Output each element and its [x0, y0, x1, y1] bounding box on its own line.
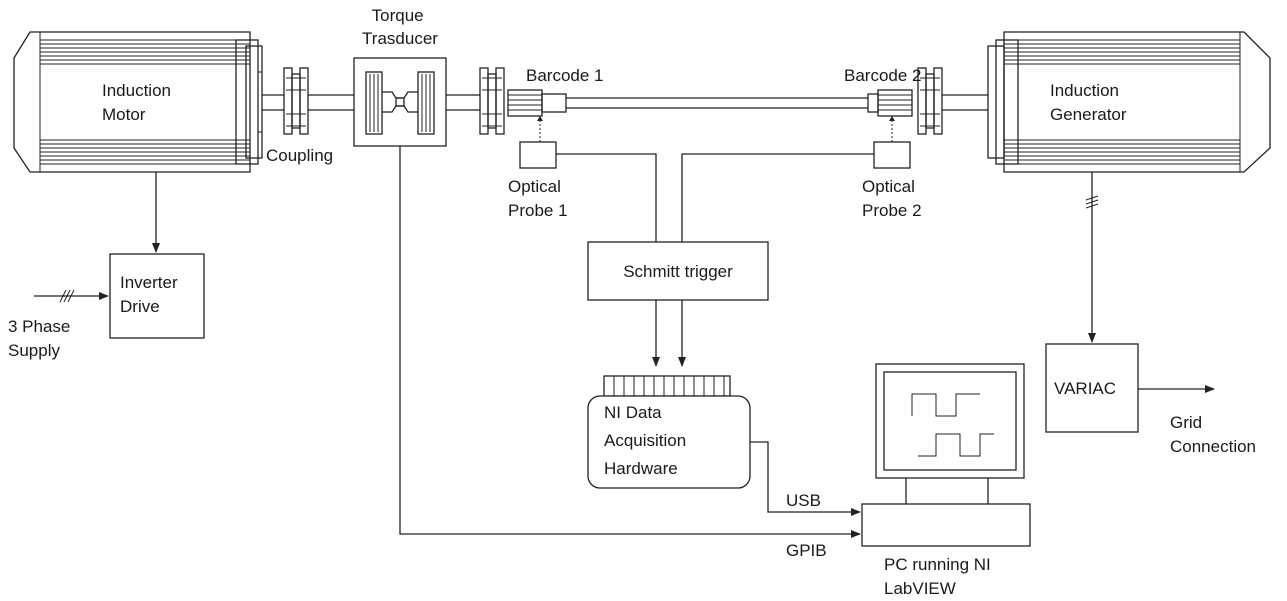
- induction-motor: [13, 31, 263, 173]
- optical-probe-2: [873, 116, 911, 169]
- optical-probe-2-label: Optical Probe 2: [862, 177, 922, 220]
- generator-fins: [1004, 39, 1240, 165]
- probe-1-wire: [556, 153, 657, 242]
- supply-arrow: [34, 289, 109, 303]
- torque-transducer-label: Torque Trasducer: [362, 6, 438, 48]
- usb-cable: [750, 441, 861, 516]
- barcode-1-drum: [507, 89, 567, 117]
- motor-fins: [39, 32, 250, 172]
- grid-connection-label: Grid Connection: [1170, 413, 1256, 456]
- gpib-cable: [399, 146, 861, 538]
- variac-box: [1045, 343, 1139, 433]
- pc-monitor: [875, 363, 1025, 504]
- pc-label: PC running NI LabVIEW: [884, 555, 996, 598]
- ni-daq: [587, 375, 751, 489]
- schmitt-trigger-label: Schmitt trigger: [623, 262, 733, 281]
- coupling-right: [917, 67, 943, 135]
- ni-daq-label: NI Data Acquisition Hardware: [604, 403, 691, 478]
- coupling-label: Coupling: [266, 146, 333, 165]
- optical-probe-1-label: Optical Probe 1: [508, 177, 568, 220]
- barcode-1-label: Barcode 1: [526, 66, 604, 85]
- induction-generator-label: Induction Generator: [1050, 81, 1127, 124]
- barcode-2-label: Barcode 2: [844, 66, 922, 85]
- three-phase-supply-label: 3 Phase Supply: [8, 317, 75, 360]
- gpib-label: GPIB: [786, 541, 827, 560]
- barcode-2-drum: [867, 89, 913, 117]
- induction-motor-label: Induction Motor: [102, 81, 176, 124]
- coupling-left: [283, 67, 309, 135]
- inverter-drive-label: Inverter Drive: [120, 273, 182, 316]
- pc-base: [861, 503, 1031, 547]
- probe-2-wire: [681, 153, 874, 242]
- induction-generator: [987, 31, 1271, 173]
- optical-probe-1: [519, 116, 557, 169]
- torque-transducer: [353, 57, 447, 147]
- coupling-middle: [479, 67, 505, 135]
- inverter-drive-box: [109, 253, 205, 339]
- generator-to-variac-arrow: [1085, 172, 1099, 343]
- schmitt-trigger-box: [587, 241, 769, 301]
- usb-label: USB: [786, 491, 821, 510]
- variac-label: VARIAC: [1054, 379, 1116, 398]
